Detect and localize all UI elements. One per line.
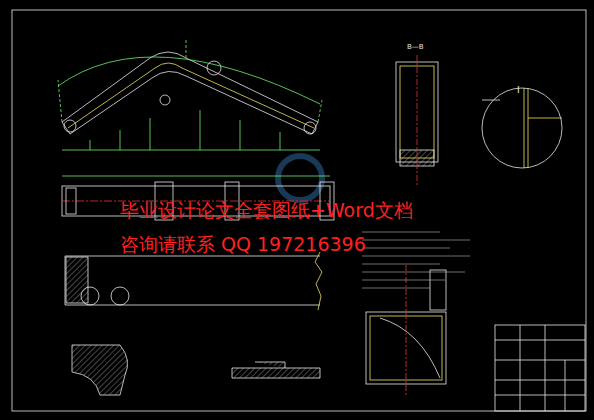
boom-section-view [65, 252, 322, 310]
watermark: 毕业设计论文全套图纸+Word文档 [120, 198, 413, 224]
watermark: 咨询请联系 QQ 197216396 [120, 232, 366, 258]
detail-i [482, 88, 562, 168]
notes-lines [362, 232, 470, 288]
frame [12, 10, 586, 411]
boom-side-view [58, 38, 322, 150]
section-view-right [366, 265, 446, 395]
view-label: I [517, 85, 520, 95]
logo-mark [278, 156, 322, 200]
section-b-b [396, 55, 438, 185]
view-label: B—B [407, 43, 424, 51]
title-block [495, 325, 585, 411]
weld-details [72, 345, 320, 395]
